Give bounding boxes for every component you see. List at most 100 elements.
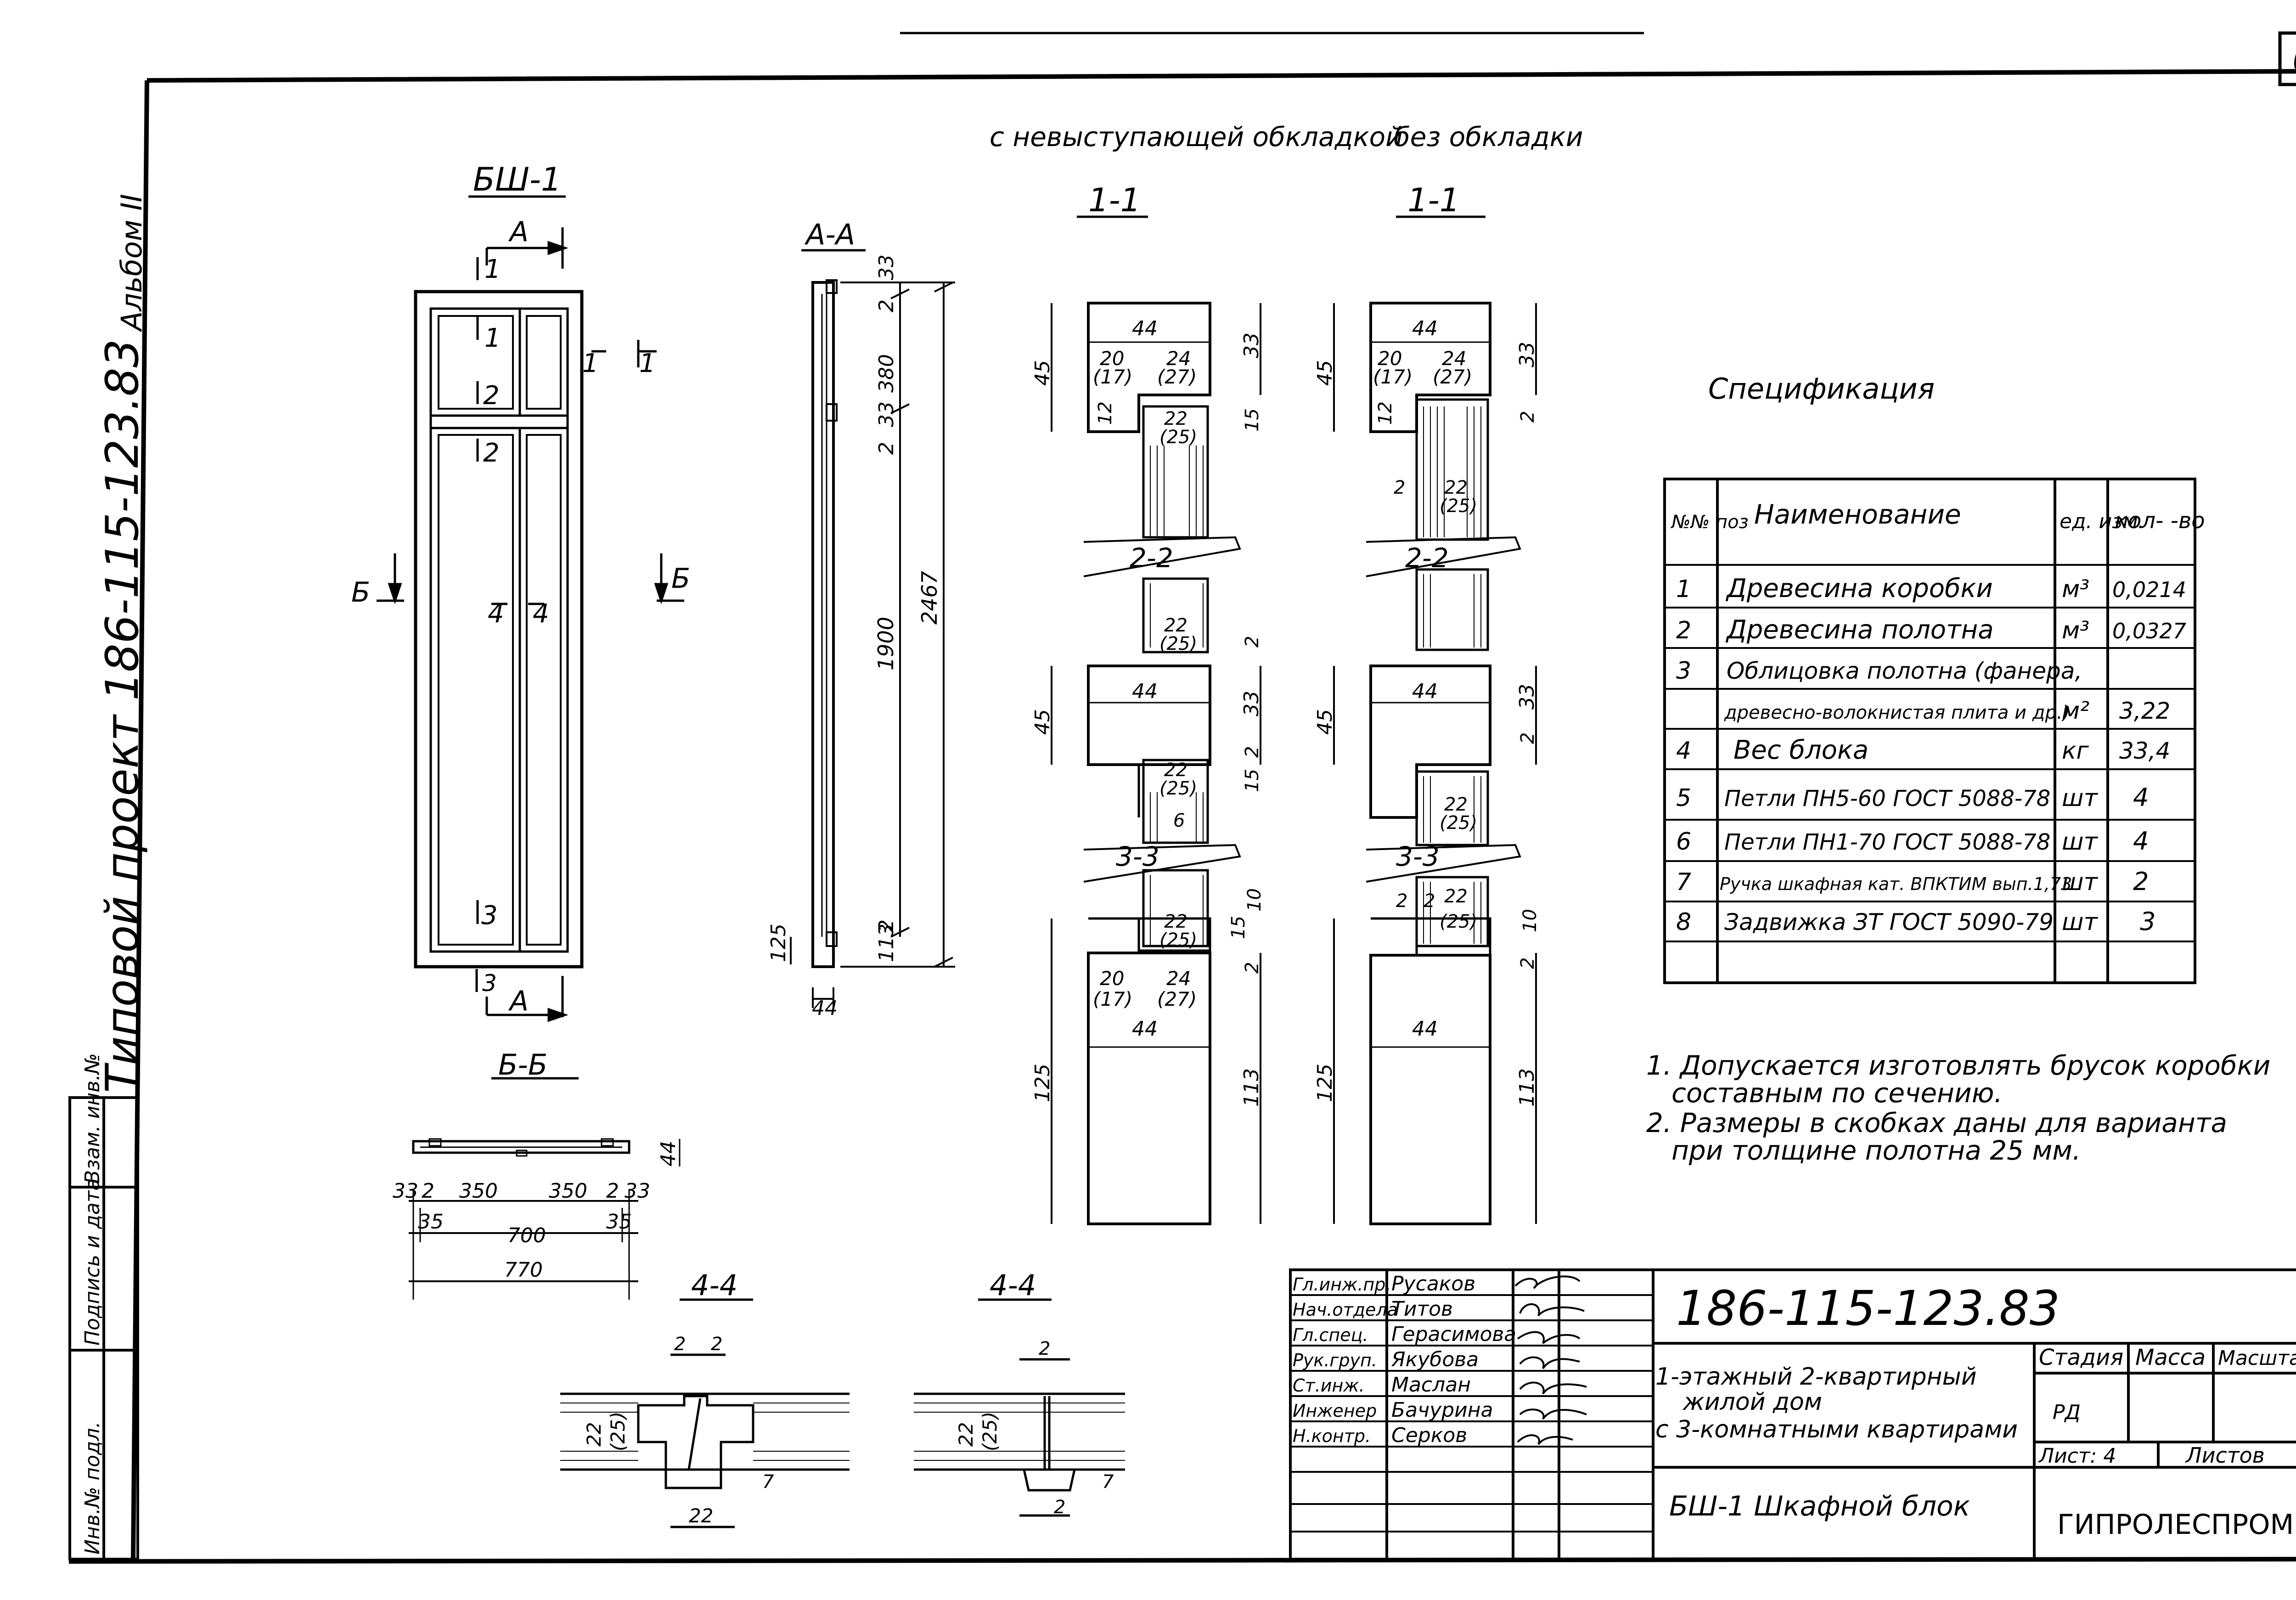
spec-cell-num: 8 xyxy=(1676,908,1691,936)
aa-dim-2-bottom: 2 xyxy=(875,919,898,932)
spec-cell-num: 5 xyxy=(1676,784,1691,812)
bb-dim-350-left: 350 xyxy=(459,1179,498,1203)
bb-dim-2-right: 2 xyxy=(606,1179,619,1203)
scale-label: Масштаб xyxy=(2218,1346,2296,1370)
spec-row: 4 Вес блока кг 33,4 xyxy=(1676,735,2170,765)
staff-role: Гл.спец. xyxy=(1293,1325,1368,1345)
sr-dim-125: 125 xyxy=(1313,1064,1337,1102)
staff-role: Рук.груп. xyxy=(1293,1350,1377,1370)
sl-dim-17-b: (17) xyxy=(1093,988,1132,1010)
note-line: 2. Размеры в скобках даны для варианта xyxy=(1646,1107,2227,1138)
spec-row: 3 Облицовка полотна (фанера, xyxy=(1676,657,2082,685)
project-desc-line: 1-этажный 2-квартирный xyxy=(1655,1363,1977,1391)
sr-dim-22-c: 22 xyxy=(1444,886,1468,907)
s44-dim-22-a: 22 xyxy=(583,1422,605,1447)
sr-dim-25-b: (25) xyxy=(1440,812,1477,834)
note-line: 1. Допускается изготовлять брусок коробк… xyxy=(1646,1050,2270,1081)
spec-cell-unit: шт xyxy=(2062,828,2099,856)
staff-name: Бачурина xyxy=(1391,1398,1493,1422)
sl-dim-22-d: 22 xyxy=(1164,911,1187,932)
side-stamp xyxy=(68,1096,139,1561)
cut-label-4-left: 4 xyxy=(488,599,504,629)
spec-cell-num: 6 xyxy=(1676,828,1691,856)
s44-dim-2-d: 2 xyxy=(1054,1497,1065,1518)
spec-cell-name: Петли ПН1-70 ГОСТ 5088-78 xyxy=(1724,829,2050,855)
sl-dim-24: 24 xyxy=(1166,347,1191,370)
aa-dim-33-mid: 33 xyxy=(875,401,898,427)
s44-title-right: 4-4 xyxy=(990,1268,1036,1302)
sl-dim-15-a: 15 xyxy=(1242,408,1263,432)
sl-dim-27: (27) xyxy=(1157,366,1197,388)
sr-dim-27: (27) xyxy=(1433,366,1472,388)
cut-label-a-bottom: А xyxy=(508,985,529,1017)
sl-dim-2-b: 2 xyxy=(1242,636,1263,648)
spec-cell-qty: 0,0327 xyxy=(2112,619,2186,643)
sr-title-22: 2-2 xyxy=(1405,542,1449,574)
spec-cell-qty: 4 xyxy=(2133,783,2149,812)
sr-dim-44-c: 44 xyxy=(1412,1017,1438,1041)
s44-dim-22-c: 22 xyxy=(955,1422,977,1447)
side-project-label: Типовой проект 186-115-123.83 xyxy=(96,339,149,1093)
spec-cell-qty: 33,4 xyxy=(2119,738,2170,764)
spec-title: Спецификация xyxy=(1708,372,1935,406)
caption-right: без обкладки xyxy=(1394,121,1583,152)
drawing-code: 186-115-123.83 xyxy=(1676,1280,2060,1336)
spec-cell-unit: м³ xyxy=(2062,617,2089,644)
stage-label: Стадия xyxy=(2039,1345,2123,1370)
sr-dim-44-a: 44 xyxy=(1412,317,1438,340)
spec-cell-name: Петли ПН5-60 ГОСТ 5088-78 xyxy=(1724,786,2050,811)
sl-dim-113: 113 xyxy=(1240,1068,1263,1107)
sr-dim-2-e: 2 xyxy=(1424,890,1435,912)
bb-dim-44: 44 xyxy=(657,1141,680,1166)
staff-role: Нач.отдела xyxy=(1293,1300,1398,1320)
elevation-title: БШ-1 xyxy=(473,161,562,198)
sr-dim-45-b: 45 xyxy=(1313,709,1337,735)
bb-dim-35-left: 35 xyxy=(418,1210,444,1234)
sr-dim-25-a: (25) xyxy=(1440,496,1477,517)
section-bb-title: Б-Б xyxy=(498,1048,547,1082)
spec-cell-qty: 4 xyxy=(2133,827,2149,856)
bb-dim-2-left: 2 xyxy=(422,1179,434,1203)
aa-dim-380: 380 xyxy=(875,354,898,393)
drawing-title: БШ-1 Шкафной блок xyxy=(1669,1490,1970,1522)
sl-title-11: 1-1 xyxy=(1088,181,1141,219)
section-bb: Б-Б 33 2 350 350 2 33 35 700 35 770 44 xyxy=(393,1048,681,1300)
sl-dim-10: 10 xyxy=(1244,888,1265,912)
spec-cell-name: Древесина коробки xyxy=(1725,574,1993,603)
s44-dim-7-b: 7 xyxy=(1102,1471,1114,1493)
sl-dim-17: (17) xyxy=(1093,366,1132,388)
sr-dim-33-b: 33 xyxy=(1515,684,1539,710)
sr-dim-2-f: 2 xyxy=(1517,958,1538,969)
sl-dim-2-c: 2 xyxy=(1242,746,1263,758)
notes: 1. Допускается изготовлять брусок коробк… xyxy=(1646,1050,2270,1166)
sr-dim-2-c: 2 xyxy=(1517,732,1538,744)
cut-label-3-b: 3 xyxy=(482,970,497,997)
s44-dim-7-a: 7 xyxy=(762,1471,774,1493)
sl-dim-22-b: 22 xyxy=(1164,615,1187,636)
spec-row: 5 Петли ПН5-60 ГОСТ 5088-78 шт 4 xyxy=(1676,783,2149,812)
spec-row: 1 Древесина коробки м³ 0,0214 xyxy=(1676,574,2186,603)
spec-cell-unit: шт xyxy=(2062,868,2099,896)
sections-left: 1-1 xyxy=(1031,181,1265,1225)
sr-title-33: 3-3 xyxy=(1396,841,1440,872)
staff-list: Гл.инж.пр. Русаков Нач.отдела Титов Гл.с… xyxy=(1293,1272,1516,1447)
stage-value: РД xyxy=(2053,1401,2081,1424)
staff-name: Титов xyxy=(1391,1297,1453,1321)
sr-dim-10: 10 xyxy=(1519,909,1541,932)
s44-dim-25-a: (25) xyxy=(607,1412,629,1451)
cut-label-1-right-b: 1 xyxy=(639,349,656,378)
section-aa-title: А-А xyxy=(804,218,855,251)
sl-dim-45-a: 45 xyxy=(1031,360,1054,386)
spec-cell-num: 4 xyxy=(1676,737,1691,765)
project-desc-line: с 3-комнатными квартирами xyxy=(1655,1416,2018,1443)
spec-row: 8 Задвижка ЗТ ГОСТ 5090-79 шт 3 xyxy=(1676,907,2155,936)
specification: Спецификация №№ поз Наименование ед. изм… xyxy=(1663,372,2205,984)
sr-dim-113: 113 xyxy=(1515,1068,1539,1107)
staff-name: Серков xyxy=(1391,1424,1467,1447)
cut-label-1-top: 1 xyxy=(484,254,501,284)
project-desc-line: жилой дом xyxy=(1683,1388,1822,1416)
aa-dim-2-top: 2 xyxy=(875,299,898,312)
sr-dim-2-a: 2 xyxy=(1517,411,1538,423)
sheet-number: 6 xyxy=(2292,38,2296,82)
